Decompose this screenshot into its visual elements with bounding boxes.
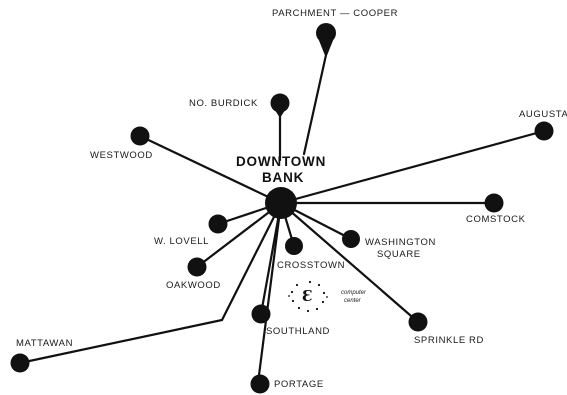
node-oakwood: [187, 257, 207, 277]
label-w-lovell: W. LOVELL: [154, 236, 210, 247]
label-southland: SOUTHLAND: [266, 326, 330, 337]
node-portage: [250, 374, 270, 394]
hub-label-line2: BANK: [262, 170, 305, 185]
line-sprinkle-rd: [279, 201, 420, 324]
label-crosstown: CROSSTOWN: [277, 260, 346, 271]
label-sprinkle-rd: SPRINKLE RD: [414, 335, 484, 346]
label-comstock: COMSTOCK: [466, 214, 526, 225]
label-washington-square-line1: WASHINGTON: [365, 237, 436, 248]
node-westwood: [130, 126, 150, 146]
line-portage: [256, 201, 283, 385]
label-augusta: AUGUSTA: [519, 109, 567, 120]
label-portage: PORTAGE: [274, 379, 324, 390]
label-oakwood: OAKWOOD: [166, 280, 221, 291]
line-augusta: [279, 129, 546, 205]
node-comstock: [484, 193, 504, 213]
label-washington-square-line2: SQUARE: [377, 249, 421, 260]
node-crosstown: [285, 237, 303, 255]
node-washington-square: [342, 230, 360, 248]
label-parchment-cooper: PARCHMENT — COOPER: [272, 8, 399, 19]
node-southland: [251, 304, 271, 324]
pin-parchment-cooper: [318, 38, 334, 58]
computer-center-icon: Ɛ: [302, 287, 313, 305]
line-westwood: [138, 134, 283, 205]
line-parchment-cooper: [302, 53, 328, 156]
line-mattawan: [18, 201, 283, 365]
computer-center-label-line1: computer: [341, 290, 367, 296]
node-sprinkle-rd: [408, 312, 428, 332]
pin-no-burdick: [273, 107, 287, 118]
node-w-lovell: [208, 214, 228, 234]
hub-label-line1: DOWNTOWN: [236, 154, 327, 169]
node-mattawan: [10, 353, 30, 373]
line-oakwood: [195, 201, 283, 269]
label-no-burdick: NO. BURDICK: [189, 98, 258, 109]
computer-center-label-line2: center: [344, 298, 361, 304]
hub-node: [265, 187, 297, 219]
node-augusta: [534, 121, 554, 141]
computer-center-ring: [288, 280, 328, 313]
label-westwood: WESTWOOD: [90, 150, 153, 161]
label-mattawan: MATTAWAN: [16, 338, 74, 349]
